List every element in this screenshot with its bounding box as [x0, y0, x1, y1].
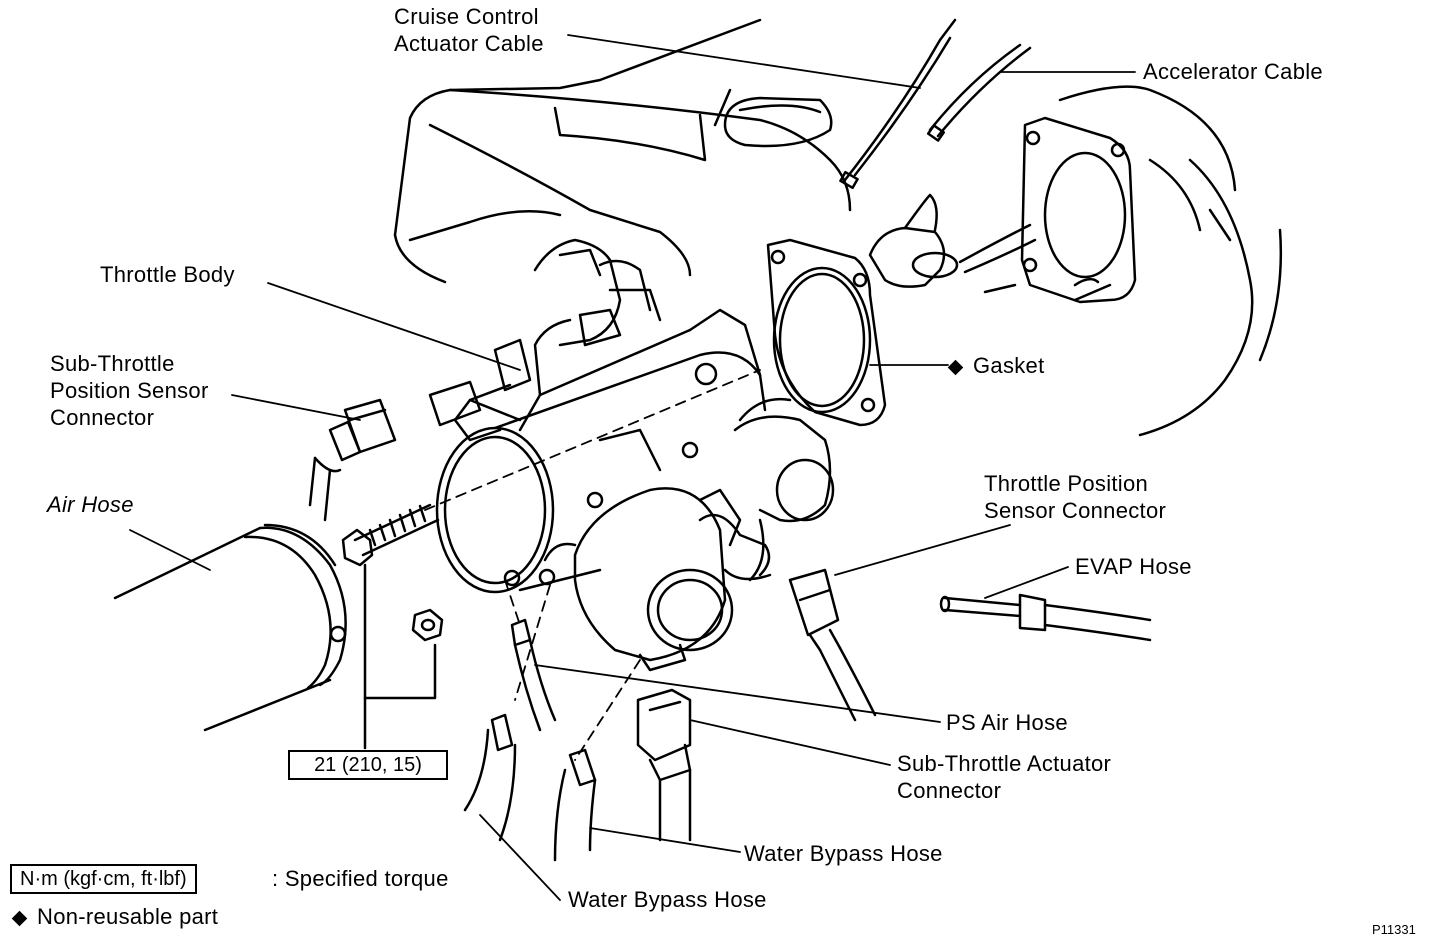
air-hose-part	[113, 523, 347, 732]
lower-hoses	[463, 618, 692, 862]
label-line: Sub-Throttle Actuator	[897, 751, 1112, 776]
label-cruise-control-cable: Cruise Control Actuator Cable	[394, 3, 544, 57]
label-line: Position Sensor	[50, 378, 209, 403]
bolt-and-nut	[341, 503, 444, 750]
label-sub-throttle-sensor-connector: Sub-Throttle Position Sensor Connector	[50, 350, 209, 431]
label-accelerator-cable: Accelerator Cable	[1143, 59, 1323, 84]
label-evap-hose: EVAP Hose	[1075, 554, 1192, 579]
label-gasket-text: Gasket	[973, 353, 1045, 378]
label-line: Throttle Position	[984, 471, 1149, 496]
intake-cover	[393, 18, 852, 284]
idle-valve	[868, 193, 1100, 294]
label-throttle-position-sensor-connector: Throttle Position Sensor Connector	[984, 470, 1166, 524]
label-air-hose: Air Hose	[47, 492, 134, 517]
non-reusable-diamond-icon	[11, 910, 28, 926]
legend-torque-unit-box: N·m (kgf·cm, ft·lbf)	[10, 864, 197, 894]
label-water-bypass-hose-upper: Water Bypass Hose	[744, 841, 943, 866]
non-reusable-diamond-icon	[947, 359, 964, 375]
label-line: Connector	[897, 778, 1002, 803]
label-gasket: Gasket	[947, 352, 1045, 379]
label-ps-air-hose: PS Air Hose	[946, 710, 1068, 735]
centerlines	[424, 369, 761, 761]
leader-lines	[129, 34, 1136, 901]
label-line: Actuator Cable	[394, 31, 544, 56]
label-throttle-body: Throttle Body	[100, 262, 235, 287]
cables	[839, 18, 1032, 190]
legend-torque-description: : Specified torque	[272, 866, 449, 891]
tps-connector-part	[788, 568, 877, 722]
label-line: Sensor Connector	[984, 498, 1167, 523]
throttle-body-part	[428, 238, 835, 672]
figure-code: P11331	[1372, 922, 1416, 937]
gasket-part	[766, 238, 887, 427]
label-water-bypass-hose-lower: Water Bypass Hose	[568, 887, 767, 912]
legend-non-reusable-text: Non-reusable part	[37, 904, 219, 929]
legend-non-reusable: Non-reusable part	[11, 903, 219, 930]
intake-flange	[1020, 85, 1283, 437]
torque-spec-box: 21 (210, 15)	[288, 750, 448, 780]
label-line: Connector	[50, 405, 155, 430]
evap-hose-part	[939, 593, 1152, 642]
label-sub-throttle-actuator-connector: Sub-Throttle Actuator Connector	[897, 750, 1111, 804]
label-line: Sub-Throttle	[50, 351, 175, 376]
label-line: Cruise Control	[394, 4, 539, 29]
